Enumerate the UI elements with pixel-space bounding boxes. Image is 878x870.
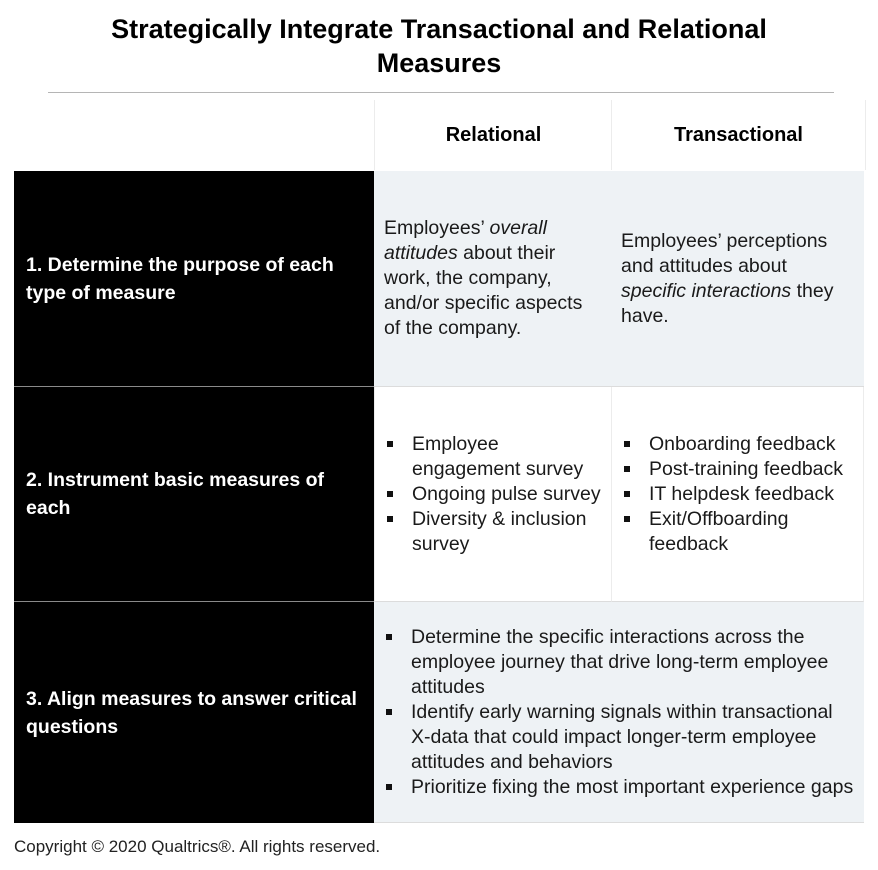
cell-purpose-transactional: Employees’ perceptions and attitudes abo… [611,171,864,387]
row-label-instrument: 2. Instrument basic measures of each [14,387,374,602]
title-divider [48,92,834,93]
list-item: Prioritize fixing the most important exp… [384,775,854,800]
row-label-align: 3. Align measures to answer critical que… [14,602,374,823]
cell-purpose-relational: Employees’ overall attitudes about their… [374,171,611,387]
list-item: Exit/Offboarding feedback [622,507,859,557]
cell-text: Employees’ overall attitudes about their… [384,217,583,339]
list-item: Post-training feedback [622,457,859,482]
list-item: Identify early warning signals within tr… [384,700,854,775]
list-item: Employee engagement survey [385,432,603,482]
row-label-text: 3. Align measures to answer critical que… [26,687,357,738]
cell-instrument-relational: Employee engagement survey Ongoing pulse… [374,387,611,602]
list-item: Determine the specific interactions acro… [384,625,854,700]
row-label-purpose: 1. Determine the purpose of each type of… [14,171,374,387]
page-title: Strategically Integrate Transactional an… [111,14,767,78]
cell-align-questions: Determine the specific interactions acro… [374,602,864,823]
critical-questions-list: Determine the specific interactions acro… [384,625,854,800]
relational-measures-list: Employee engagement survey Ongoing pulse… [385,432,603,557]
column-header-transactional: Transactional [611,100,866,170]
list-item: Onboarding feedback [622,432,859,457]
transactional-measures-list: Onboarding feedback Post-training feedba… [622,432,859,557]
row-label-text: 2. Instrument basic measures of each [26,469,325,519]
list-item: Diversity & inclusion survey [385,507,603,557]
row-label-text: 1. Determine the purpose of each type of… [26,253,334,304]
list-item: IT helpdesk feedback [622,482,859,507]
cell-instrument-transactional: Onboarding feedback Post-training feedba… [611,387,864,602]
column-header-relational: Relational [374,100,612,170]
cell-text: Employees’ perceptions and attitudes abo… [621,229,834,327]
list-item: Ongoing pulse survey [385,482,603,507]
copyright-notice: Copyright © 2020 Qualtrics®. All rights … [14,837,381,856]
